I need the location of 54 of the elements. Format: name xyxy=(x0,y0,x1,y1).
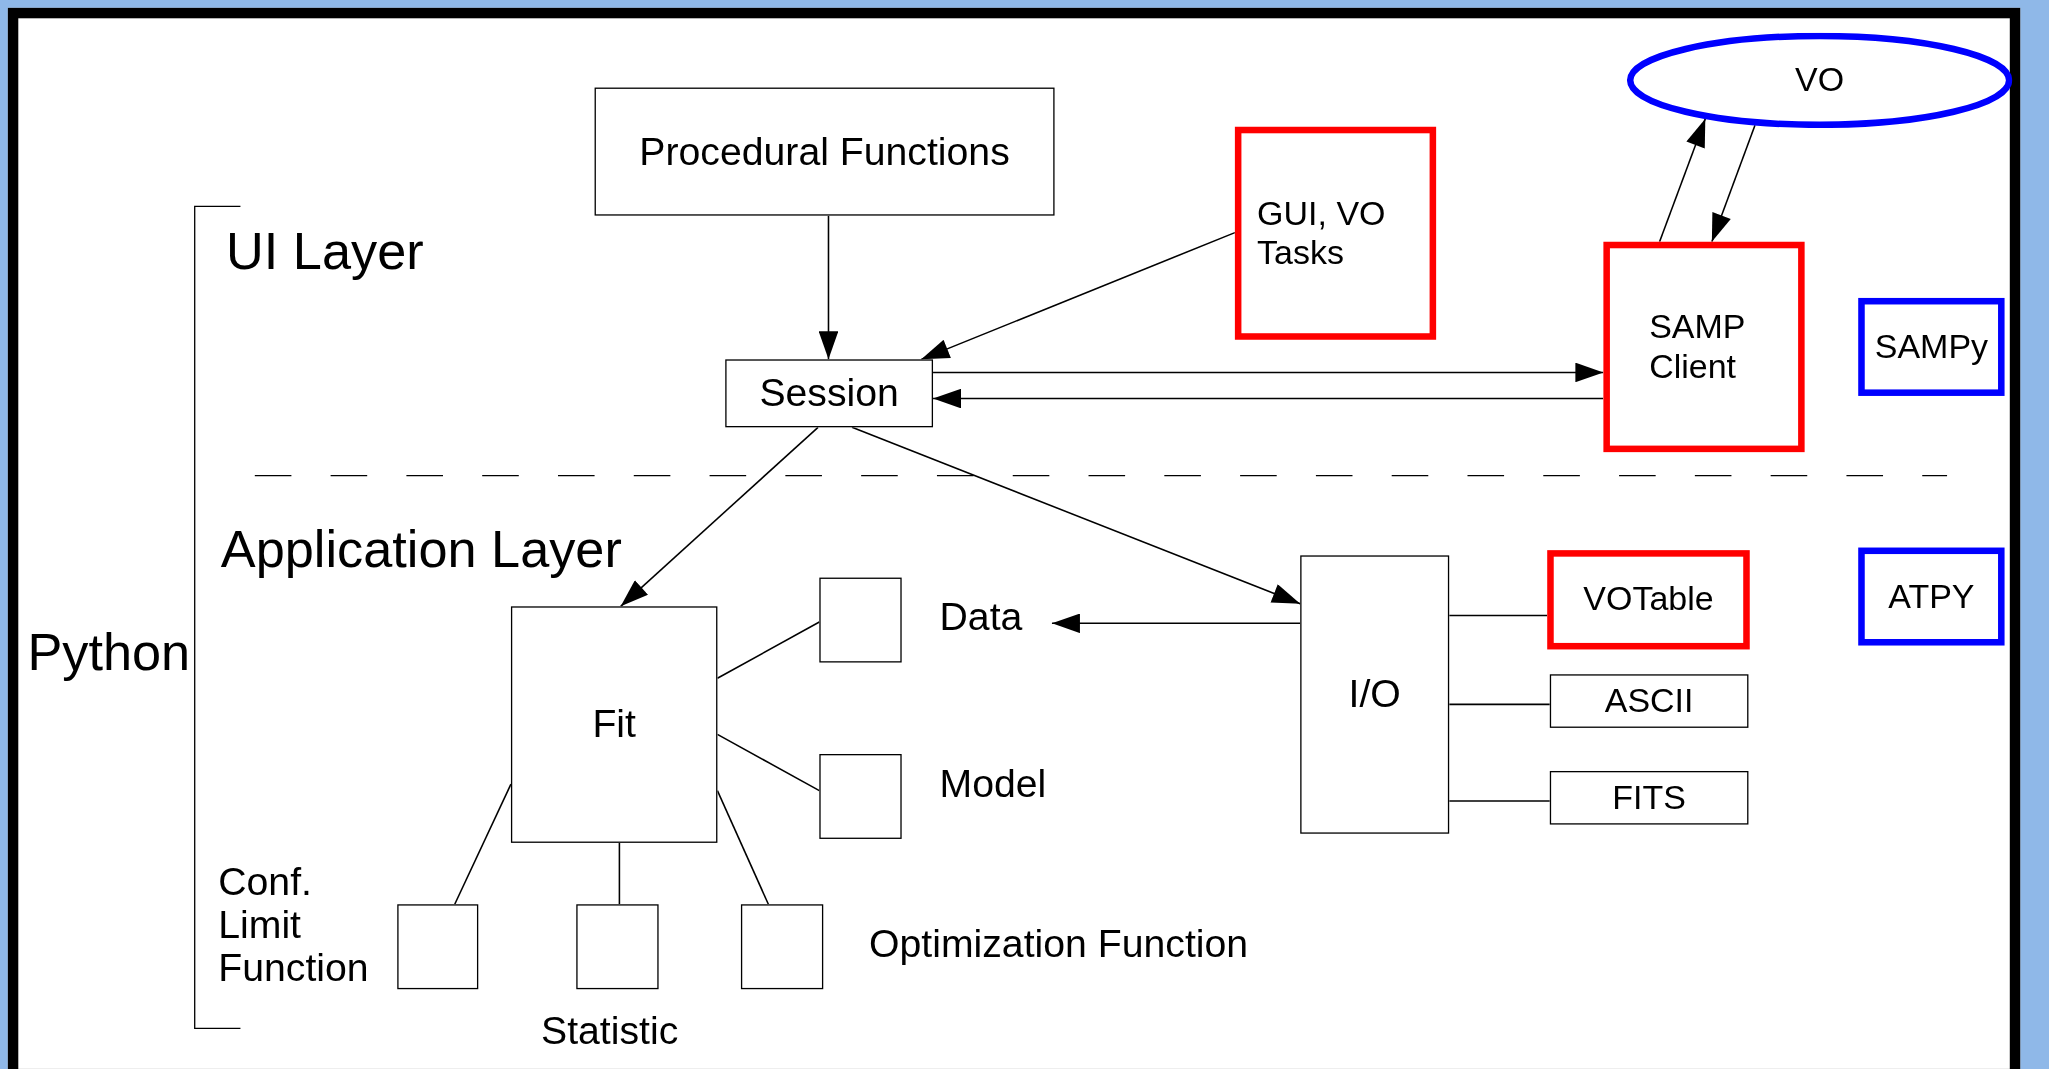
connector-line xyxy=(716,621,821,679)
arrow xyxy=(619,426,819,608)
empty-box xyxy=(740,904,824,990)
arrow xyxy=(1051,613,1301,634)
box-caption: Optimization Function xyxy=(869,921,1249,965)
process-box xyxy=(1547,550,1750,650)
box-label: Fit xyxy=(592,702,636,748)
empty-box xyxy=(819,754,902,839)
box-label: SAMPy xyxy=(1874,327,1989,367)
process-box xyxy=(594,87,1055,216)
process-box xyxy=(1858,297,2005,396)
ellipse-node xyxy=(1626,32,2013,129)
box-label: I/O xyxy=(1348,672,1401,718)
arrow xyxy=(851,426,1301,605)
box-caption: Conf. Limit Function xyxy=(218,859,370,990)
empty-box xyxy=(397,904,479,990)
box-label: GUI, VO Tasks xyxy=(1257,194,1387,273)
box-label: FITS xyxy=(1612,778,1686,818)
connector-line xyxy=(618,842,621,906)
process-box xyxy=(510,606,718,843)
empty-box xyxy=(576,904,659,990)
box-caption: Data xyxy=(939,594,1023,638)
box-label: VO xyxy=(1795,60,1845,100)
box-caption: Model xyxy=(939,761,1047,805)
box-label: ASCII xyxy=(1604,681,1694,721)
box-label: Procedural Functions xyxy=(639,129,1010,175)
arrow xyxy=(818,214,839,361)
layer-label: Application Layer xyxy=(220,520,622,578)
connector-line xyxy=(716,733,821,792)
box-label: SAMP Client xyxy=(1649,307,1746,386)
connector-line xyxy=(716,789,770,906)
box-label: VOTable xyxy=(1583,580,1714,620)
arrow xyxy=(920,231,1236,361)
arrow xyxy=(932,362,1605,383)
box-caption: Statistic xyxy=(541,1008,679,1052)
layer-label: Python xyxy=(27,623,191,681)
connector-line xyxy=(1448,703,1551,706)
layer-label: UI Layer xyxy=(226,222,424,280)
connector-line xyxy=(453,783,512,906)
empty-box xyxy=(819,577,902,663)
process-box xyxy=(1234,126,1437,340)
process-box xyxy=(1549,674,1749,728)
arrow xyxy=(1711,124,1756,243)
box-label: Session xyxy=(759,370,899,416)
connector-line xyxy=(1448,614,1548,617)
process-box xyxy=(1858,547,2005,646)
box-label: ATPY xyxy=(1888,577,1975,617)
process-box xyxy=(1300,555,1450,834)
process-box xyxy=(1549,771,1749,825)
connector-line xyxy=(1448,800,1551,802)
arrow xyxy=(932,388,1605,409)
process-box xyxy=(1603,241,1805,453)
arrow xyxy=(1658,117,1707,243)
process-box xyxy=(725,359,934,428)
